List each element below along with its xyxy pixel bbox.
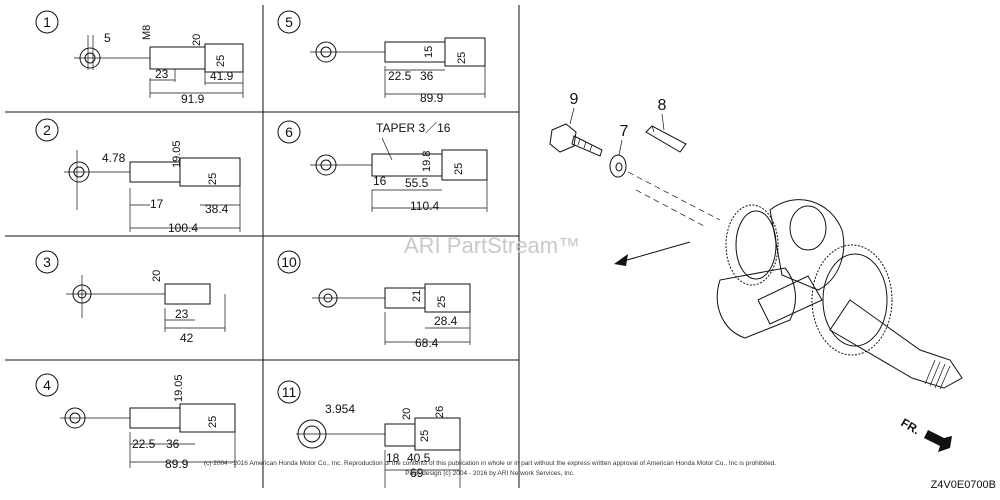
panel-number: 1 bbox=[43, 14, 51, 30]
svg-text:25: 25 bbox=[436, 296, 448, 308]
svg-text:20: 20 bbox=[151, 270, 163, 282]
svg-text:25: 25 bbox=[207, 173, 219, 185]
svg-text:25: 25 bbox=[207, 416, 219, 428]
svg-text:22.5: 22.5 bbox=[132, 437, 156, 451]
svg-text:16: 16 bbox=[373, 174, 387, 188]
svg-text:23: 23 bbox=[175, 307, 189, 321]
panel-1: 1 5 M8 20 25 23 41.9 91.9 bbox=[35, 10, 244, 106]
svg-text:M8: M8 bbox=[141, 25, 153, 40]
copyright-line: (c) 2004 - 2016 American Honda Motor Co.… bbox=[204, 460, 776, 467]
panel-grid bbox=[5, 5, 520, 488]
svg-text:68.4: 68.4 bbox=[415, 336, 439, 350]
svg-text:25: 25 bbox=[453, 163, 465, 175]
svg-text:25: 25 bbox=[456, 52, 468, 64]
callout-7: 7 bbox=[620, 123, 629, 140]
svg-text:69: 69 bbox=[410, 466, 424, 480]
svg-text:28.4: 28.4 bbox=[434, 314, 458, 328]
panel-2: 2 4.78 19.05 25 17 38.4 100.4 bbox=[35, 118, 241, 235]
svg-text:21: 21 bbox=[411, 290, 423, 302]
svg-text:100.4: 100.4 bbox=[168, 221, 198, 235]
page-design-line: Page design (c) 2004 - 2016 by ARI Netwo… bbox=[405, 470, 575, 477]
svg-text:10: 10 bbox=[281, 254, 297, 270]
svg-text:91.9: 91.9 bbox=[181, 92, 205, 106]
svg-text:5: 5 bbox=[104, 31, 111, 45]
svg-text:89.9: 89.9 bbox=[165, 457, 189, 471]
svg-text:19.8: 19.8 bbox=[421, 151, 433, 172]
svg-text:36: 36 bbox=[166, 437, 180, 451]
svg-text:25: 25 bbox=[419, 430, 431, 442]
svg-text:19.05: 19.05 bbox=[171, 140, 183, 168]
svg-text:3.954: 3.954 bbox=[325, 402, 355, 416]
drawing-code: Z4V0E0700B bbox=[931, 479, 996, 491]
crank-gear bbox=[811, 244, 893, 356]
svg-text:4.78: 4.78 bbox=[102, 151, 126, 165]
washer-part bbox=[609, 154, 627, 178]
svg-text:11: 11 bbox=[282, 384, 297, 400]
svg-text:17: 17 bbox=[150, 197, 164, 211]
svg-text:TAPER 3／16: TAPER 3／16 bbox=[376, 121, 451, 135]
key-part bbox=[645, 125, 687, 153]
svg-text:2: 2 bbox=[43, 122, 51, 138]
svg-text:19.05: 19.05 bbox=[173, 374, 185, 402]
front-direction-marker: FR. bbox=[899, 415, 952, 452]
svg-text:4: 4 bbox=[43, 377, 51, 393]
svg-text:42: 42 bbox=[180, 331, 194, 345]
svg-text:41.9: 41.9 bbox=[210, 69, 234, 83]
svg-text:55.5: 55.5 bbox=[405, 176, 429, 190]
callout-8: 8 bbox=[658, 97, 667, 114]
svg-text:3: 3 bbox=[43, 254, 51, 270]
svg-text:38.4: 38.4 bbox=[205, 202, 229, 216]
panel-5: 5 15 25 22.5 36 89.9 bbox=[277, 10, 486, 105]
panel-11: 11 3.954 20 26 25 18 40.5 69 bbox=[277, 380, 461, 488]
svg-text:23: 23 bbox=[155, 67, 169, 81]
svg-text:26: 26 bbox=[434, 406, 446, 418]
panel-4: 4 19.05 25 22.5 36 89.9 bbox=[35, 373, 236, 471]
svg-text:89.9: 89.9 bbox=[420, 91, 444, 105]
svg-text:6: 6 bbox=[285, 124, 293, 140]
watermark: ARI PartStream™ bbox=[404, 233, 580, 258]
timing-gear bbox=[725, 204, 779, 286]
svg-text:20: 20 bbox=[191, 34, 203, 46]
svg-text:18: 18 bbox=[386, 451, 400, 465]
svg-text:15: 15 bbox=[423, 46, 435, 58]
svg-text:40.5: 40.5 bbox=[407, 451, 431, 465]
bolt-part bbox=[549, 123, 603, 157]
svg-text:FR.: FR. bbox=[899, 415, 923, 437]
svg-text:5: 5 bbox=[285, 14, 293, 30]
crankshaft-assembly bbox=[549, 123, 963, 390]
panel-10: 10 21 25 28.4 68.4 bbox=[277, 250, 471, 350]
panel-number-circle bbox=[35, 10, 59, 34]
svg-text:36: 36 bbox=[420, 69, 434, 83]
panel-6: 6 TAPER 3／16 19.8 25 16 55.5 110.4 bbox=[277, 120, 488, 213]
svg-text:110.4: 110.4 bbox=[410, 199, 439, 213]
panel-3: 3 20 23 42 bbox=[35, 250, 226, 345]
svg-text:22.5: 22.5 bbox=[388, 69, 412, 83]
svg-text:25: 25 bbox=[215, 55, 227, 67]
callout-9: 9 bbox=[570, 91, 579, 108]
svg-text:20: 20 bbox=[401, 408, 413, 420]
